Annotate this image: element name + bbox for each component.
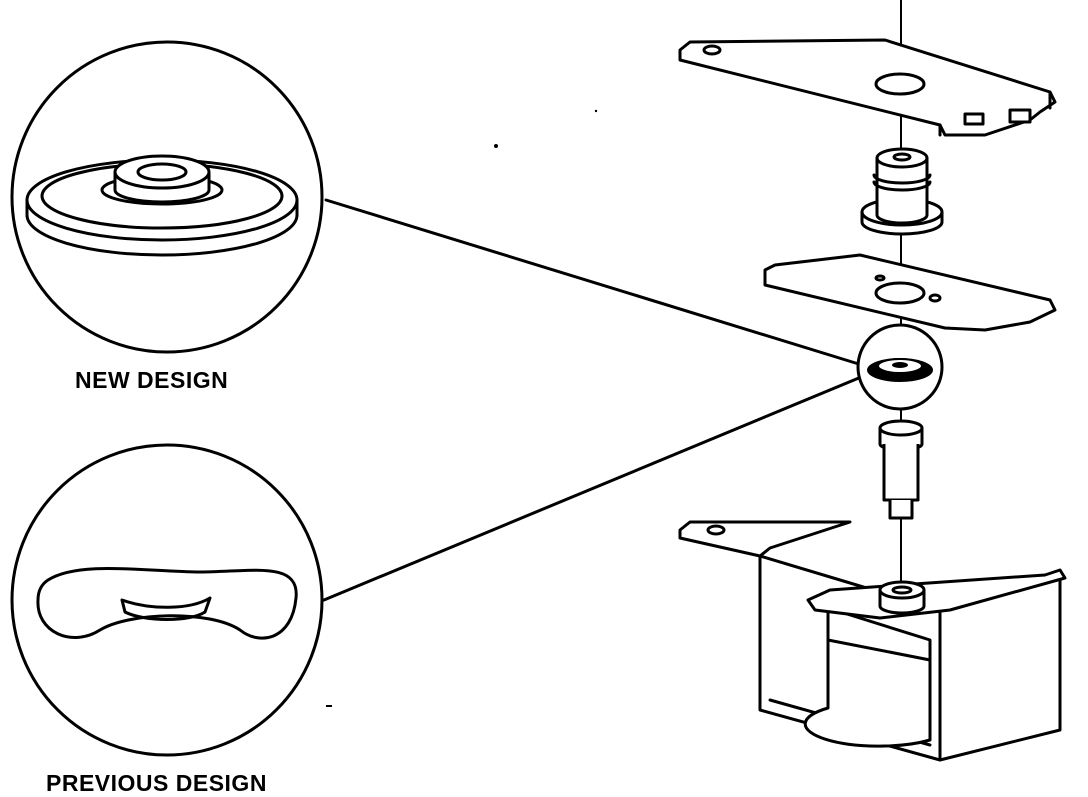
motor-frame (678, 520, 1067, 762)
middle-plate-hole (874, 281, 926, 305)
washer-shape (36, 566, 298, 640)
motor-band (826, 638, 932, 662)
middle-plate (763, 253, 1057, 332)
bushing-top (875, 147, 929, 169)
new-design-detail (10, 40, 324, 354)
speck-mark (594, 109, 598, 113)
leader-line-new-design (324, 198, 864, 367)
shaft-head-top (878, 419, 924, 437)
new-design-label: NEW DESIGN (75, 367, 229, 393)
washer-slot (120, 596, 212, 621)
top-bracket-tab-right (1008, 108, 1032, 124)
previous-design-label: PREVIOUS DESIGN (46, 770, 267, 796)
frame-top-flange (678, 520, 852, 558)
hub-bore (136, 162, 188, 182)
bushing-groove (872, 173, 932, 192)
top-bracket-plate (678, 38, 1057, 137)
top-bracket-center-hole (874, 72, 926, 96)
top-bracket-hole-left (702, 44, 722, 56)
previous-design-detail (10, 443, 324, 757)
top-bracket (678, 38, 1057, 137)
middle-plate-small-hole (928, 293, 942, 303)
bushing (860, 147, 944, 236)
outer-ring-edge (25, 198, 299, 257)
top-bracket-tab (963, 112, 985, 126)
shaft (878, 419, 924, 520)
frame-flange-hole (706, 524, 726, 536)
top-bracket-edge (938, 90, 1052, 137)
middle-plate-body (763, 253, 1057, 332)
washer-detail-circle (856, 323, 944, 411)
bushing-bore (892, 152, 912, 162)
washer-bore (892, 362, 908, 368)
leader-lines (322, 198, 868, 602)
leader-line-previous-design (322, 373, 868, 602)
speck-mark (494, 144, 498, 148)
motor-boss-bore (891, 585, 913, 595)
shaft-tip (888, 500, 914, 520)
middle-plate-pin-hole (874, 274, 886, 282)
hub-top (113, 154, 211, 190)
previous-design-circle (10, 443, 324, 757)
motor-top-plate (806, 568, 1067, 620)
motor-boss-top (878, 580, 926, 600)
shaft-body (882, 444, 920, 502)
